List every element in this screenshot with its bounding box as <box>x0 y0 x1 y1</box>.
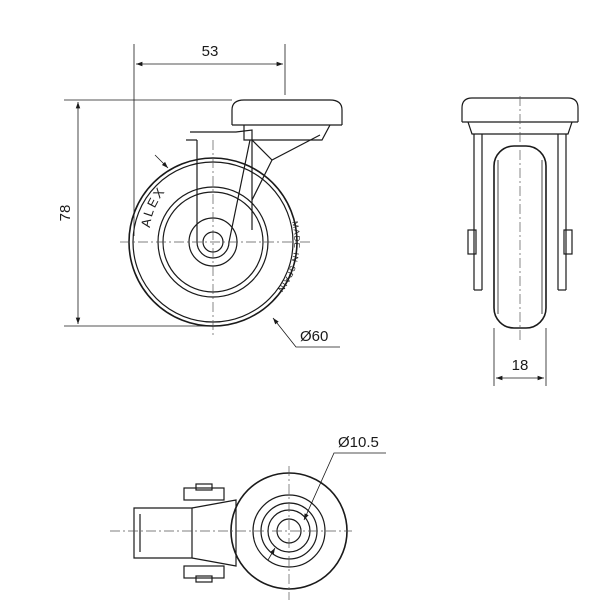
dimension-height-label: 78 <box>57 205 74 222</box>
dimension-wheel-width-label: 18 <box>512 357 529 374</box>
dimension-bore-diameter-label: Ø10.5 <box>338 434 379 451</box>
dimension-wheel-width: 18 <box>493 328 547 386</box>
wheel-origin-text: MADE IN SPAIN <box>276 220 302 294</box>
front-view <box>461 96 579 340</box>
side-view: ALEX MADE IN SPAIN <box>120 99 343 336</box>
mount-side <box>231 99 343 141</box>
dimension-wheel-diameter: Ø60 <box>272 317 340 348</box>
dimension-width: 53 <box>133 43 286 236</box>
wheel-brand-text: ALEX <box>138 183 168 228</box>
dimension-wheel-diameter-label: Ø60 <box>300 328 328 345</box>
dimension-width-label: 53 <box>202 43 219 60</box>
dimension-bore-diameter: Ø10.5 <box>267 434 386 561</box>
dimension-height: 78 <box>57 99 232 327</box>
bottom-view <box>110 466 352 600</box>
